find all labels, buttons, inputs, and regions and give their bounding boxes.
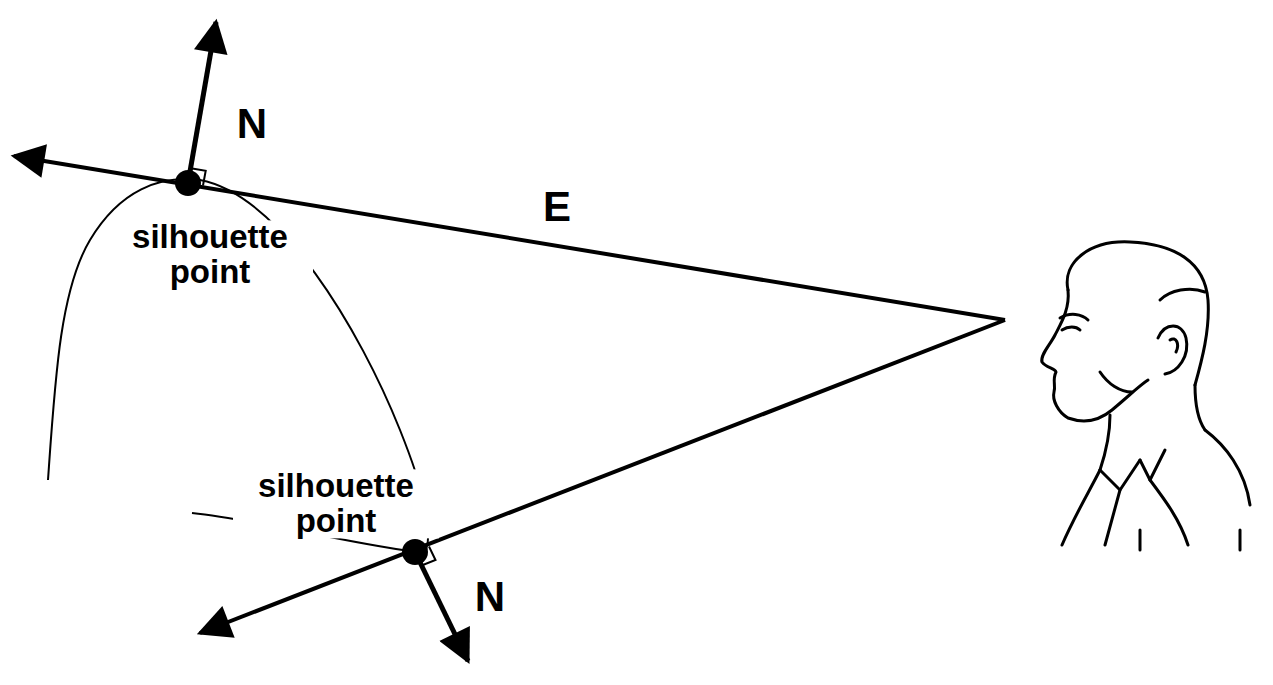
- silhouette-dot: [402, 539, 428, 565]
- symbol-label: N: [237, 102, 267, 146]
- normal-arrow: [415, 552, 468, 661]
- normal-arrow: [188, 22, 216, 183]
- symbol-label: E: [543, 185, 571, 229]
- view-ray: [200, 320, 1005, 633]
- viewer-figure: [1042, 242, 1250, 550]
- symbol-label: N: [475, 575, 505, 619]
- silhouette-dot: [175, 170, 201, 196]
- point-label: silhouette point: [233, 469, 439, 538]
- point-label: silhouette point: [107, 220, 313, 289]
- view-ray: [14, 156, 1005, 320]
